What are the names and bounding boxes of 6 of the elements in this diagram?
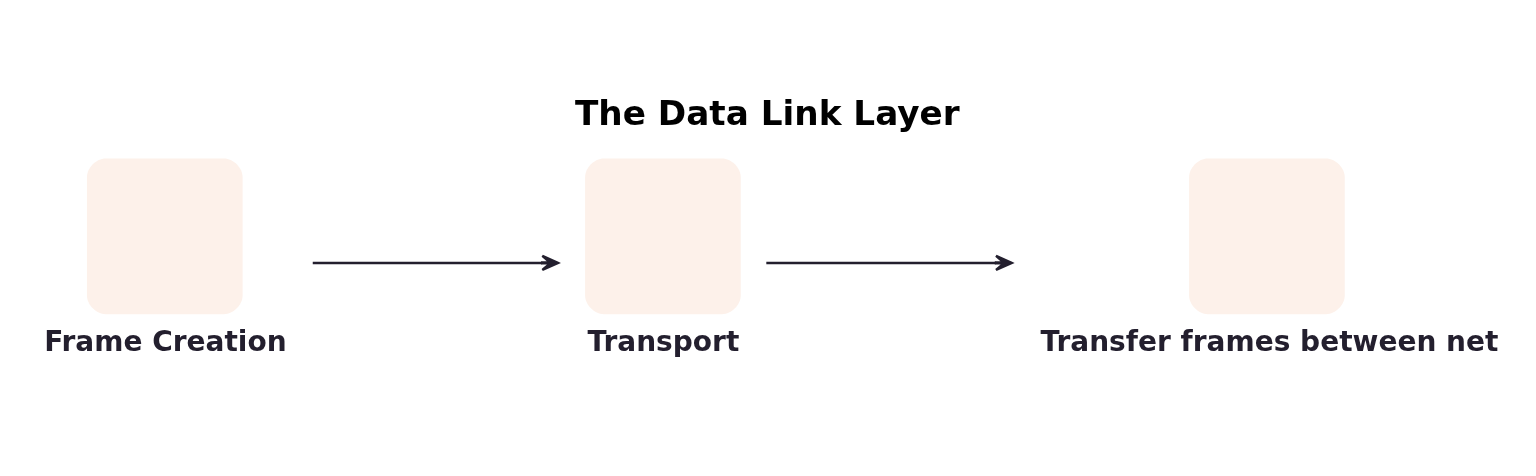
arrow xyxy=(766,254,1013,272)
node-label: Transport xyxy=(587,324,740,358)
diagram-title: The Data Link Layer xyxy=(574,93,960,134)
node-label: Frame Creation xyxy=(44,324,287,358)
arrow xyxy=(312,254,560,272)
node-label: Transfer frames between net xyxy=(1040,324,1499,358)
